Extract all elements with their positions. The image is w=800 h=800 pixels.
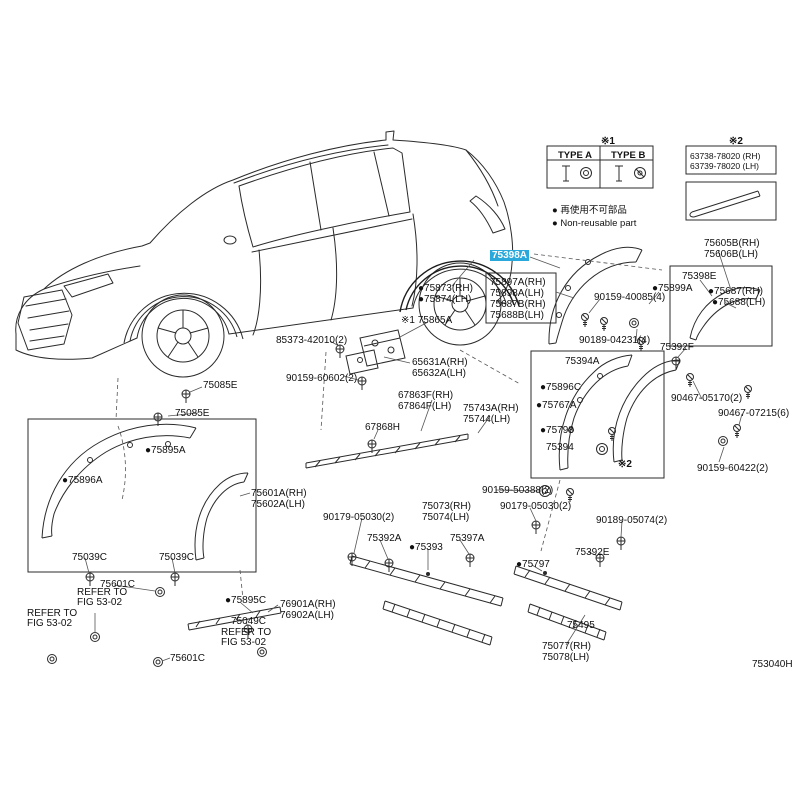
part-label-90179-05030-2: 90179-05030(2): [500, 501, 572, 512]
part-label-75688B: 75688B(LH): [490, 310, 544, 321]
part-label-75074: 75074(LH): [422, 512, 470, 523]
front-arch-moulding: [123, 292, 244, 344]
part-label-67864F: 67864F(LH): [398, 401, 452, 412]
part-label-75601A: 75601A(RH): [251, 488, 307, 499]
part-label-75398A-selected[interactable]: 75398A: [490, 250, 530, 261]
refer-note-b2: FIG 53-02: [27, 618, 73, 629]
part-label-75687B: 75687B(RH): [490, 299, 546, 310]
part-label-75394A: 75394A: [565, 356, 600, 367]
part-label-75073: 75073(RH): [422, 501, 471, 512]
part-label-67863F: 67863F(RH): [398, 390, 454, 401]
part-label-65631A: 65631A(RH): [412, 357, 468, 368]
part-label-75744: 75744(LH): [463, 414, 511, 425]
refer-note-c1: REFER TO: [221, 627, 272, 638]
part-label-75606B: 75606B(LH): [704, 249, 758, 260]
part-label-75392F: 75392F: [660, 342, 694, 353]
part-label-75039C-1: 75039C: [72, 552, 108, 563]
rocker-moulding-76901A: [187, 606, 282, 631]
part-label-76901A: 76901A(RH): [280, 599, 336, 610]
part-label-90467-07215: 90467-07215(6): [718, 408, 790, 419]
body-moulding-75077: [513, 565, 623, 641]
part-label-75605B: 75605B(RH): [704, 238, 760, 249]
refer-note-a2: FIG 53-02: [77, 597, 123, 608]
type-b-header: TYPE B: [611, 150, 646, 161]
fastener-icons: [47, 313, 752, 667]
part-label-85373-42010: 85373-42010(2): [276, 335, 348, 346]
part-label-75078: 75078(LH): [542, 652, 590, 663]
bracket-75865A: [345, 329, 406, 375]
part-label-75049C: 75049C: [231, 616, 267, 627]
left-arch-moulding-part: [41, 423, 249, 561]
rocker-moulding-67863F: [305, 433, 469, 469]
note-mark-2b: ※2: [618, 459, 632, 470]
part-label-75077: 75077(RH): [542, 641, 591, 652]
part-label-75897A: 75897A(RH): [490, 277, 546, 288]
part-label-75895A: ●75895A: [145, 445, 186, 456]
fastener-type-table: [546, 145, 654, 189]
part-label-63739: 63739-78020 (LH): [690, 161, 759, 171]
part-label-75495: 75495: [567, 620, 595, 631]
part-label-75899A: ●75899A: [652, 283, 693, 294]
leader-lines: [84, 249, 743, 662]
refer-note-b1: REFER TO: [27, 608, 78, 619]
part-label-75601C-1: 75601C: [100, 579, 136, 590]
rear-arch-moulding-part: [548, 246, 643, 345]
part-label-90467-05170: 90467-05170(2): [671, 393, 743, 404]
part-label-75601C-2: 75601C: [170, 653, 206, 664]
part-label-75896A: ●75896A: [62, 475, 103, 486]
part-label-90159-50388: 90159-50388(2): [482, 485, 554, 496]
part-label-75898A: 75898A(LH): [490, 288, 544, 299]
diagram-code: 753040H: [752, 659, 793, 670]
car-illustration: [15, 130, 514, 378]
part-label-75085E-2: 75085E: [175, 408, 210, 419]
part-label-75688: ●75688(LH): [712, 297, 766, 308]
part-label-75743A: 75743A(RH): [463, 403, 519, 414]
part-label-65632A: 65632A(LH): [412, 368, 466, 379]
body-moulding-75073: [349, 555, 504, 646]
part-label-75896C: ●75896C: [540, 382, 582, 393]
type-a-header: TYPE A: [558, 150, 592, 161]
part-label-90159-60602: 90159-60602(2): [286, 373, 358, 384]
grommet-part-box: [685, 145, 777, 221]
part-label-75687: ●75687(RH): [708, 286, 763, 297]
group-boxes: [27, 265, 773, 573]
rear-arch-moulding-selected: [399, 260, 520, 313]
part-label-75797: ●75797: [516, 559, 550, 570]
part-label-90179-05030-1: 90179-05030(2): [323, 512, 395, 523]
part-label-75397A: 75397A: [450, 533, 485, 544]
part-label-75602A: 75602A(LH): [251, 499, 305, 510]
legend-nonreusable-en: ● Non-reusable part: [552, 218, 637, 229]
part-label-75392A: 75392A: [367, 533, 402, 544]
part-label-75394: 75394: [546, 442, 574, 453]
leader-lines-dashed: [115, 253, 663, 600]
part-label-75393: ●75393: [409, 542, 443, 553]
part-label-75874: ●75874(LH): [418, 294, 472, 305]
refer-note-a1: REFER TO: [77, 587, 128, 598]
part-label-75398E: 75398E: [682, 271, 717, 282]
part-label-63738: 63738-78020 (RH): [690, 151, 761, 161]
part-label-75392E: 75392E: [575, 547, 610, 558]
part-label-75039C-2: 75039C: [159, 552, 195, 563]
arch-moulding-parts-75394A: [558, 354, 681, 471]
part-label-90189-05074: 90189-05074(2): [596, 515, 668, 526]
part-label-90159-60422: 90159-60422(2): [697, 463, 769, 474]
part-label-90189-04231: 90189-04231(4): [579, 335, 651, 346]
note-mark-2: ※2: [729, 136, 743, 147]
part-label-75895C: ●75895C: [225, 595, 267, 606]
part-label-76902A: 76902A(LH): [280, 610, 334, 621]
part-label-90159-40085: 90159-40085(4): [594, 292, 666, 303]
part-label-75085E-1: 75085E: [203, 380, 238, 391]
part-label-75798: ●75798: [540, 425, 574, 436]
part-label-75873: ●75873(RH): [418, 283, 473, 294]
refer-note-c2: FIG 53-02: [221, 637, 267, 648]
arch-retainer-part-75398E: [689, 287, 761, 341]
part-label-75767A: ●75767A: [536, 400, 577, 411]
legend-nonreusable-jp: ● 再使用不可部品: [552, 205, 627, 216]
part-label-67868H: 67868H: [365, 422, 401, 433]
note-mark-1: ※1: [601, 136, 615, 147]
part-label-75865A: ※1 75865A: [401, 315, 453, 326]
